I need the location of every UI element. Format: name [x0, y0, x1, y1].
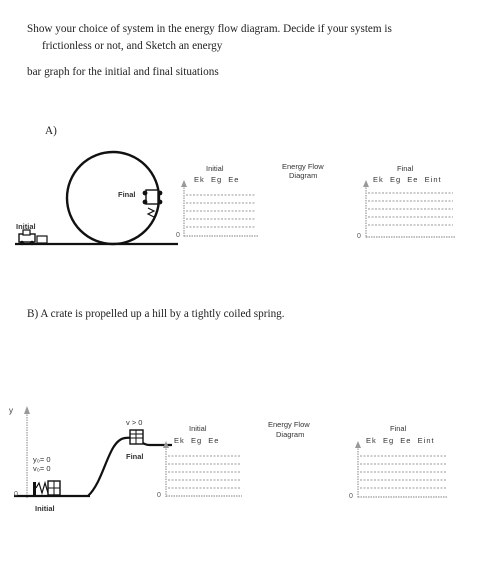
initial-graph-title-a: Initial [206, 164, 224, 173]
initial-graph-bars-b: Ek Eg Ee [174, 436, 219, 445]
bar-label-eg: Eg [382, 436, 395, 445]
zero-label-b-final: 0 [349, 493, 353, 500]
crate-final-icon [129, 429, 144, 445]
bar-label-ek: Ek [373, 175, 384, 184]
crate-initial-icon [47, 480, 61, 496]
zero-label-a-initial: 0 [176, 232, 180, 239]
final-graph-title-b: Final [390, 424, 407, 433]
bar-label-ek: Ek [194, 175, 205, 184]
bar-label-eint: Eint [417, 436, 435, 445]
instruction-line-2: frictionless or not, and Sketch an energ… [42, 40, 223, 52]
final-graph-bars-a: Ek Eg Ee Eint [373, 175, 442, 184]
bar-label-ek: Ek [174, 436, 185, 445]
y-axis-label: y [9, 406, 13, 415]
bar-label-eg: Eg [190, 436, 203, 445]
y0-label: y₀= 0 [33, 455, 51, 464]
bar-label-ee: Ee [400, 436, 412, 445]
initial-graph-bars-a: Ek Eg Ee [194, 175, 239, 184]
cart-initial-icon [18, 229, 48, 246]
instruction-line-3: bar graph for the initial and final situ… [27, 66, 219, 78]
zero-label-b-initial: 0 [157, 492, 161, 499]
zero-label-a-final: 0 [357, 233, 361, 240]
bar-label-ek: Ek [366, 436, 377, 445]
v-label: v > 0 [126, 418, 143, 427]
bar-label-eg: Eg [210, 175, 223, 184]
problem-b-text: B) A crate is propelled up a hill by a t… [27, 308, 285, 320]
cart-final-icon [142, 189, 163, 218]
bar-label-ee: Ee [208, 436, 220, 445]
problem-a-label: A) [45, 125, 57, 137]
v0-label: v₀= 0 [33, 464, 51, 473]
flow-title-a-2: Diagram [289, 171, 318, 180]
bar-label-eg: Eg [389, 175, 402, 184]
final-graph-title-a: Final [397, 164, 414, 173]
bar-label-ee: Ee [407, 175, 419, 184]
bar-label-eint: Eint [424, 175, 442, 184]
instruction-line-1: Show your choice of system in the energy… [27, 23, 392, 35]
y-axis-zero: 0 [14, 491, 18, 498]
final-label-b: Final [126, 452, 144, 461]
flow-title-b-1: Energy Flow [268, 420, 310, 429]
flow-title-a-1: Energy Flow [282, 162, 324, 171]
final-graph-bars-b: Ek Eg Ee Eint [366, 436, 435, 445]
bar-label-ee: Ee [228, 175, 240, 184]
flow-title-b-2: Diagram [276, 430, 305, 439]
final-label-a: Final [118, 190, 136, 199]
initial-label-b: Initial [35, 504, 55, 513]
initial-graph-title-b: Initial [189, 424, 207, 433]
initial-label-a: Initial [16, 222, 36, 231]
